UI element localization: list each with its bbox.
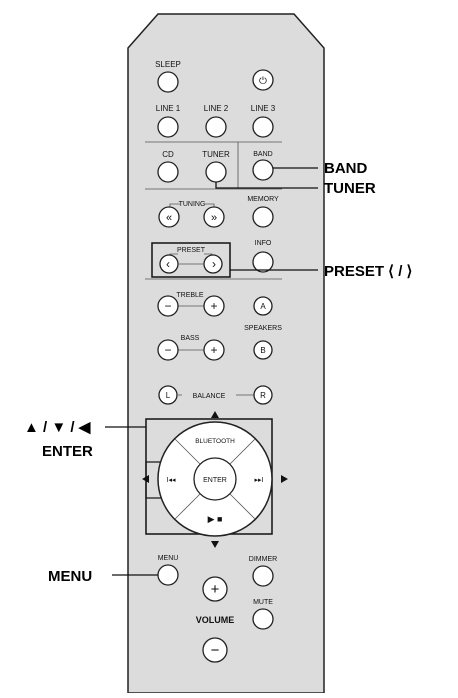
info-button[interactable] bbox=[252, 251, 274, 273]
cd-button[interactable] bbox=[157, 161, 179, 183]
tuner-button[interactable] bbox=[205, 161, 227, 183]
plus-icon: + bbox=[211, 581, 220, 598]
menu-button[interactable] bbox=[157, 564, 179, 586]
preset-label: PRESET bbox=[177, 247, 206, 254]
dimmer-label: DIMMER bbox=[249, 556, 277, 563]
dpad-divider bbox=[229, 493, 256, 520]
enter-callout: ENTER bbox=[42, 443, 93, 460]
volume-label: VOLUME bbox=[196, 615, 235, 625]
enter-button-label: ENTER bbox=[203, 477, 227, 484]
tuning-label: TUNING bbox=[179, 201, 206, 208]
menu-label: MENU bbox=[158, 555, 179, 562]
tuning-down-button[interactable] bbox=[158, 206, 180, 228]
line3-button[interactable] bbox=[252, 116, 274, 138]
balance-right-button[interactable] bbox=[253, 385, 273, 405]
plus-icon: + bbox=[210, 343, 217, 357]
line2-label: LINE 2 bbox=[204, 104, 229, 113]
speakers-label: SPEAKERS bbox=[244, 325, 282, 332]
triangle-right-icon bbox=[281, 475, 288, 483]
triangle-left-icon bbox=[142, 475, 149, 483]
rewind-icon: « bbox=[166, 212, 172, 224]
chevron-right-icon: › bbox=[212, 257, 216, 271]
dpad-divider bbox=[174, 493, 201, 520]
mute-label: MUTE bbox=[253, 599, 273, 606]
line3-label: LINE 3 bbox=[251, 104, 276, 113]
dpad-divider bbox=[174, 438, 201, 465]
speaker-a-button[interactable] bbox=[253, 296, 273, 316]
speaker-b-button[interactable] bbox=[253, 340, 273, 360]
power-button[interactable] bbox=[252, 69, 274, 91]
balance-left-button[interactable] bbox=[158, 385, 178, 405]
balance-right-label: R bbox=[260, 391, 266, 400]
bass-plus-button[interactable] bbox=[203, 339, 225, 361]
minus-icon: − bbox=[164, 299, 171, 313]
preset-callout: PRESET ⟨ / ⟩ bbox=[324, 263, 412, 280]
balance-left-label: L bbox=[166, 391, 171, 400]
info-label: INFO bbox=[255, 240, 272, 247]
speaker-a-label: A bbox=[260, 302, 266, 311]
bluetooth-label: BLUETOOTH bbox=[195, 438, 235, 445]
tuner-callout: TUNER bbox=[324, 180, 376, 197]
play-pause-icon: ▶ ■ bbox=[208, 514, 223, 524]
tuning-up-button[interactable] bbox=[203, 206, 225, 228]
menu-callout: MENU bbox=[48, 568, 92, 585]
treble-label: TREBLE bbox=[176, 292, 204, 299]
memory-label: MEMORY bbox=[247, 196, 279, 203]
volume-up-button[interactable] bbox=[202, 576, 228, 602]
chevron-left-icon: ‹ bbox=[166, 257, 170, 271]
band-callout: BAND bbox=[324, 160, 367, 177]
line1-label: LINE 1 bbox=[156, 104, 181, 113]
skip-back-icon: I◂◂ bbox=[167, 477, 176, 484]
minus-icon: − bbox=[164, 343, 171, 357]
volume-down-button[interactable] bbox=[202, 637, 228, 663]
preset-highlight-box bbox=[151, 242, 231, 278]
power-icon: ⏻ bbox=[259, 76, 267, 87]
sleep-button[interactable] bbox=[157, 71, 179, 93]
tuner-label: TUNER bbox=[202, 150, 230, 159]
minus-icon: − bbox=[211, 642, 220, 659]
triangle-up-icon bbox=[211, 411, 219, 418]
line1-button[interactable] bbox=[157, 116, 179, 138]
balance-label: BALANCE bbox=[193, 393, 226, 400]
arrows-callout: ▲ / ▼ / ◀ bbox=[24, 419, 91, 436]
band-button[interactable] bbox=[252, 159, 274, 181]
skip-forward-icon: ▸▸I bbox=[255, 477, 264, 484]
cd-label: CD bbox=[162, 150, 174, 159]
sleep-label: SLEEP bbox=[155, 60, 181, 69]
band-label: BAND bbox=[253, 151, 272, 158]
plus-icon: + bbox=[210, 299, 217, 313]
tuner-callout-line bbox=[215, 182, 318, 189]
fast-forward-icon: » bbox=[211, 212, 217, 224]
enter-button[interactable] bbox=[193, 457, 237, 501]
dpad-divider bbox=[229, 438, 256, 465]
line2-button[interactable] bbox=[205, 116, 227, 138]
memory-button[interactable] bbox=[252, 206, 274, 228]
mute-button[interactable] bbox=[252, 608, 274, 630]
treble-plus-button[interactable] bbox=[203, 295, 225, 317]
triangle-down-icon bbox=[211, 541, 219, 548]
speaker-b-label: B bbox=[260, 346, 265, 355]
bass-minus-button[interactable] bbox=[157, 339, 179, 361]
bass-label: BASS bbox=[181, 335, 200, 342]
treble-minus-button[interactable] bbox=[157, 295, 179, 317]
dimmer-button[interactable] bbox=[252, 565, 274, 587]
balance-label-bg bbox=[182, 389, 236, 400]
